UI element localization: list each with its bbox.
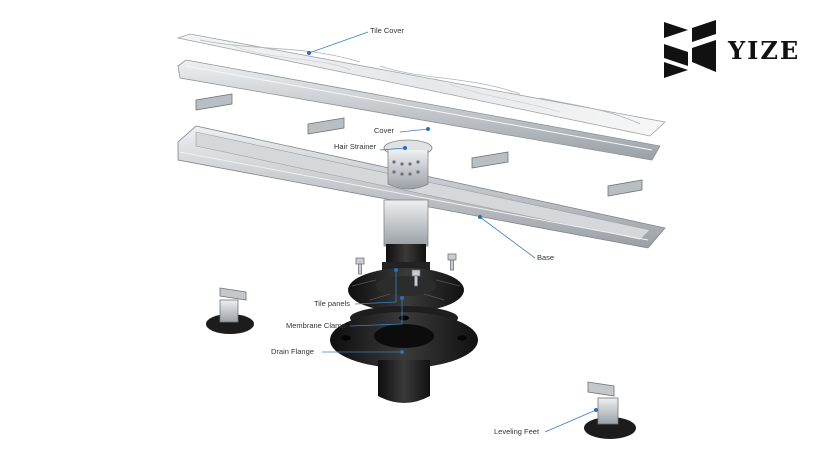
outlet-pipe: [383, 199, 429, 247]
label-membrane-clamp: Membrane Clamp: [286, 321, 346, 330]
tile-panels-part: [348, 268, 464, 312]
leader-lines: [308, 31, 597, 433]
label-leveling-feet: Leveling Feet: [494, 427, 540, 436]
leader-dots: [307, 51, 598, 412]
label-hair-strainer: Hair Strainer: [334, 142, 377, 151]
leveling-foot-right: [584, 381, 636, 439]
hair-strainer-part: [383, 139, 433, 190]
label-tile-cover: Tile Cover: [370, 26, 404, 35]
leveling-foot-left: [206, 287, 254, 334]
bolt-parts: [355, 253, 457, 287]
cover-part: [177, 59, 661, 161]
label-drain-flange: Drain Flange: [271, 347, 314, 356]
drain-flange-part: [330, 312, 478, 403]
coupling-part: [382, 244, 430, 270]
brand-name: YIZE: [728, 36, 801, 65]
label-tile-panels: Tile panels: [314, 299, 350, 308]
yize-cube-logo-icon: [664, 20, 716, 78]
label-base: Base: [537, 253, 555, 262]
label-cover: Cover: [374, 126, 395, 135]
tile-cover-part: [176, 33, 666, 137]
cover-bracket-parts: [195, 93, 643, 197]
